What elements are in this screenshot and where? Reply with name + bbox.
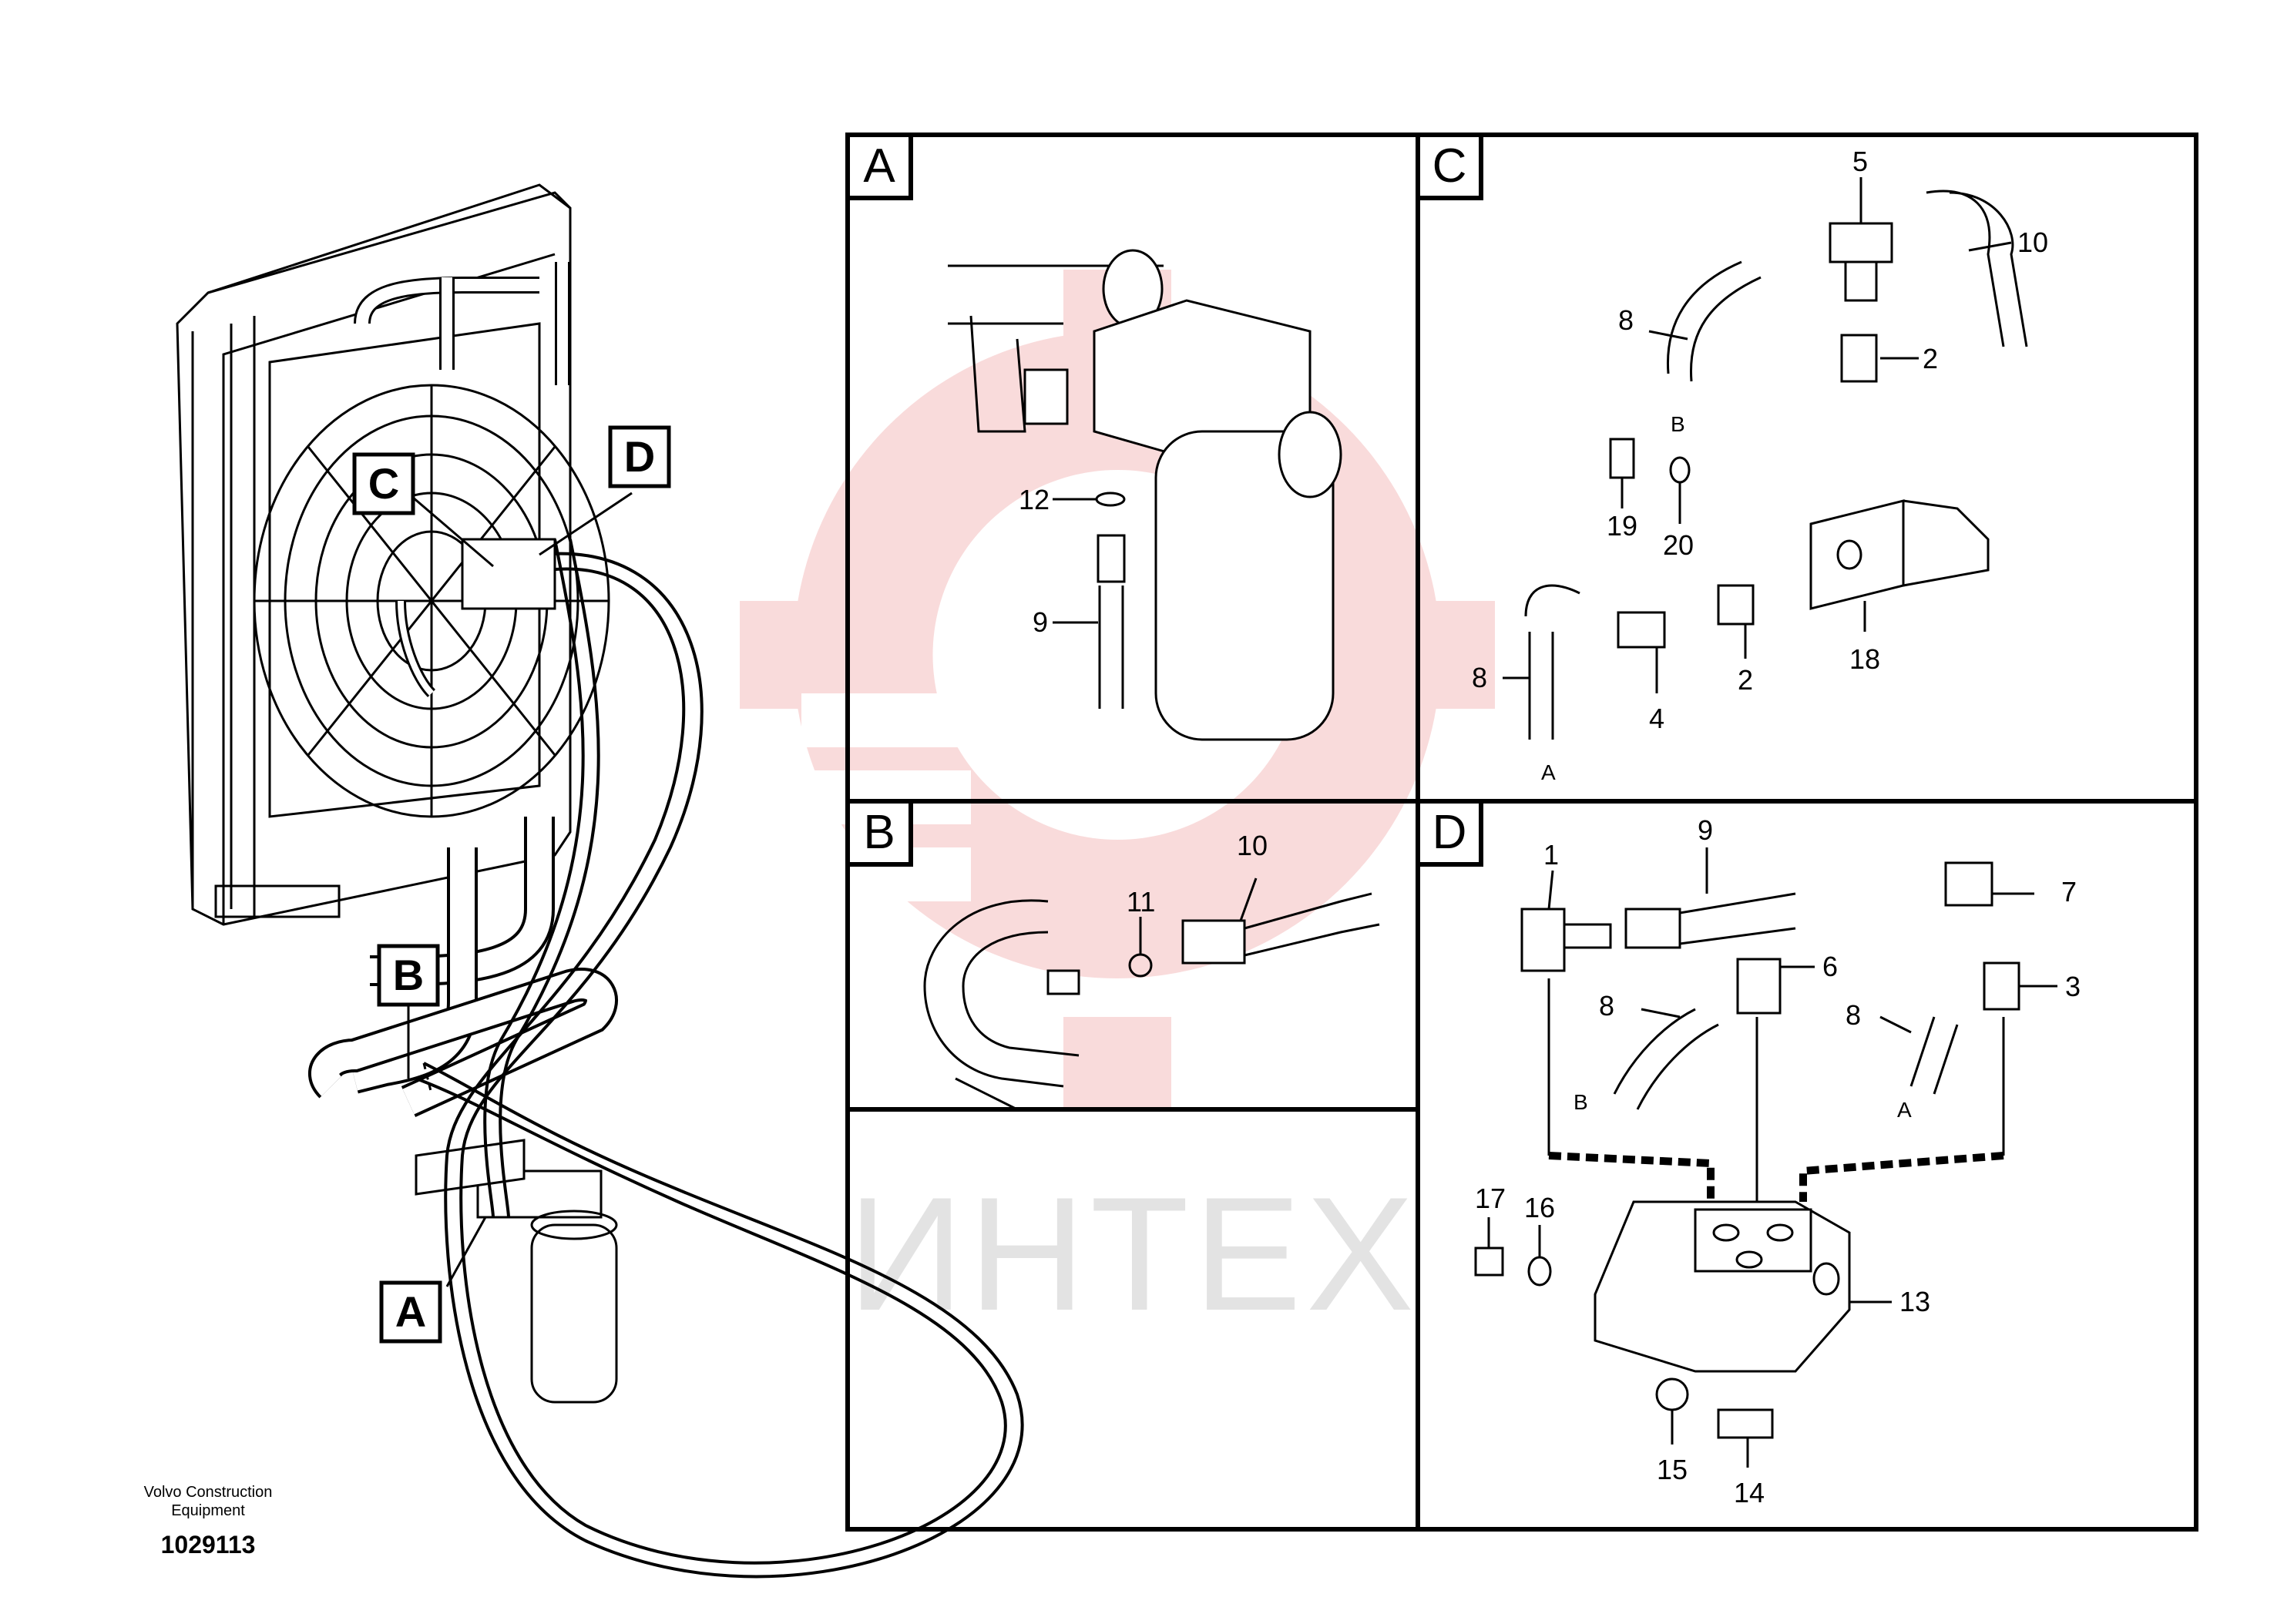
nut-17 xyxy=(1474,1247,1504,1277)
part-14: 14 xyxy=(1734,1477,1765,1508)
panel-b-letter: B xyxy=(863,806,895,859)
part-8d-a: 8 xyxy=(1599,990,1614,1022)
panel-c: C 5 10 8 2 B xyxy=(1416,133,2048,784)
part-20: 20 xyxy=(1663,529,1694,561)
tag-b-d: B xyxy=(1574,1090,1588,1114)
overview-valve-block xyxy=(461,538,556,610)
part-8d-b: 8 xyxy=(1846,999,1861,1031)
part-10: 10 xyxy=(2017,226,2048,258)
adapter-2b xyxy=(1717,584,1755,626)
part-5: 5 xyxy=(1852,146,1868,177)
hose-fitting-9 xyxy=(1097,534,1126,583)
callout-c: C xyxy=(352,452,415,515)
callout-a: A xyxy=(379,1280,442,1344)
part-19: 19 xyxy=(1607,510,1637,542)
oring-12 xyxy=(1095,492,1126,507)
bolt-14 xyxy=(1717,1408,1774,1439)
tag-b: B xyxy=(1671,412,1685,436)
pilot-dashed-left xyxy=(1548,1152,1715,1202)
panel-d: D 1 9 xyxy=(1416,799,2081,1508)
part-3: 3 xyxy=(2065,971,2081,1002)
panel-d-letter: D xyxy=(1432,806,1467,859)
tag-a-d: A xyxy=(1897,1098,1912,1122)
watermark-text: ИНТЕХ xyxy=(848,1163,1419,1344)
part-13: 13 xyxy=(1899,1286,1930,1317)
part-7: 7 xyxy=(2061,876,2077,908)
part-17: 17 xyxy=(1475,1183,1506,1214)
elbow-7 xyxy=(1944,861,1993,907)
svg-text:D: D xyxy=(624,432,655,481)
panel-c-drawing xyxy=(1524,190,2028,740)
part-11: 11 xyxy=(1127,886,1155,918)
manufacturer-label: Volvo Construction Equipment xyxy=(143,1484,273,1519)
panel-c-letter: C xyxy=(1432,139,1467,193)
overview-drawing xyxy=(176,183,1024,1579)
panel-b: B 11 10 xyxy=(845,799,1380,1111)
hose-loop xyxy=(415,552,1007,1565)
elbow-6 xyxy=(1736,958,1782,1015)
part-2b: 2 xyxy=(1738,664,1753,696)
washer-16 xyxy=(1527,1256,1552,1287)
oring-11 xyxy=(1128,953,1153,978)
part-1: 1 xyxy=(1543,839,1559,871)
callout-d: D xyxy=(608,425,671,488)
adapter-3 xyxy=(1983,961,2020,1011)
panel-d-drawing xyxy=(1474,861,2020,1439)
footer: Volvo Construction Equipment 1029113 xyxy=(116,1483,301,1559)
part-18: 18 xyxy=(1849,643,1880,675)
panel-a: A 12 9 xyxy=(845,133,1342,741)
part-15: 15 xyxy=(1657,1454,1688,1485)
panel-b-drawing xyxy=(923,892,1380,1111)
tee-fitting-5 xyxy=(1829,222,1893,263)
adapter-2a xyxy=(1840,334,1878,383)
elbow-4 xyxy=(1617,611,1666,649)
pilot-dashed-right xyxy=(1799,1152,2004,1202)
overview-callouts: C D B A xyxy=(352,425,671,1344)
filter-canister xyxy=(530,1223,618,1404)
part-4: 4 xyxy=(1649,703,1664,734)
panel-a-filter xyxy=(1154,430,1335,741)
panel-a-drawing xyxy=(948,249,1342,741)
bolt-19 xyxy=(1609,438,1635,479)
document-id: 1029113 xyxy=(160,1531,256,1559)
svg-text:C: C xyxy=(368,459,399,508)
part-9d: 9 xyxy=(1698,814,1713,846)
elbow-1 xyxy=(1520,908,1566,972)
panel-a-parts: 12 9 xyxy=(1019,484,1098,638)
hose-9-fitting xyxy=(1624,908,1681,949)
tag-a: A xyxy=(1541,760,1556,784)
svg-text:B: B xyxy=(393,951,424,999)
panel-a-letter: A xyxy=(863,139,895,193)
valve-block-18 xyxy=(1809,499,1905,610)
callout-b: B xyxy=(377,944,440,1007)
part-2a: 2 xyxy=(1923,343,1938,374)
panel-b-parts: 11 10 xyxy=(1127,830,1268,954)
part-16: 16 xyxy=(1524,1192,1555,1223)
part-9: 9 xyxy=(1033,606,1048,638)
part-6: 6 xyxy=(1822,951,1838,982)
panel-d-parts: 1 9 7 6 8 3 8 B A 17 16 13 15 14 xyxy=(1475,814,2081,1508)
part-10b: 10 xyxy=(1237,830,1268,861)
washer-20 xyxy=(1669,456,1691,484)
svg-text:A: A xyxy=(395,1287,426,1336)
panel-c-parts: 5 10 8 2 B 19 20 8 4 2 18 A xyxy=(1472,146,2048,784)
washer-15 xyxy=(1655,1377,1689,1411)
part-12: 12 xyxy=(1019,484,1050,515)
part-8a: 8 xyxy=(1618,304,1634,336)
part-8b: 8 xyxy=(1472,662,1487,693)
hose-fitting-10 xyxy=(1181,919,1246,965)
